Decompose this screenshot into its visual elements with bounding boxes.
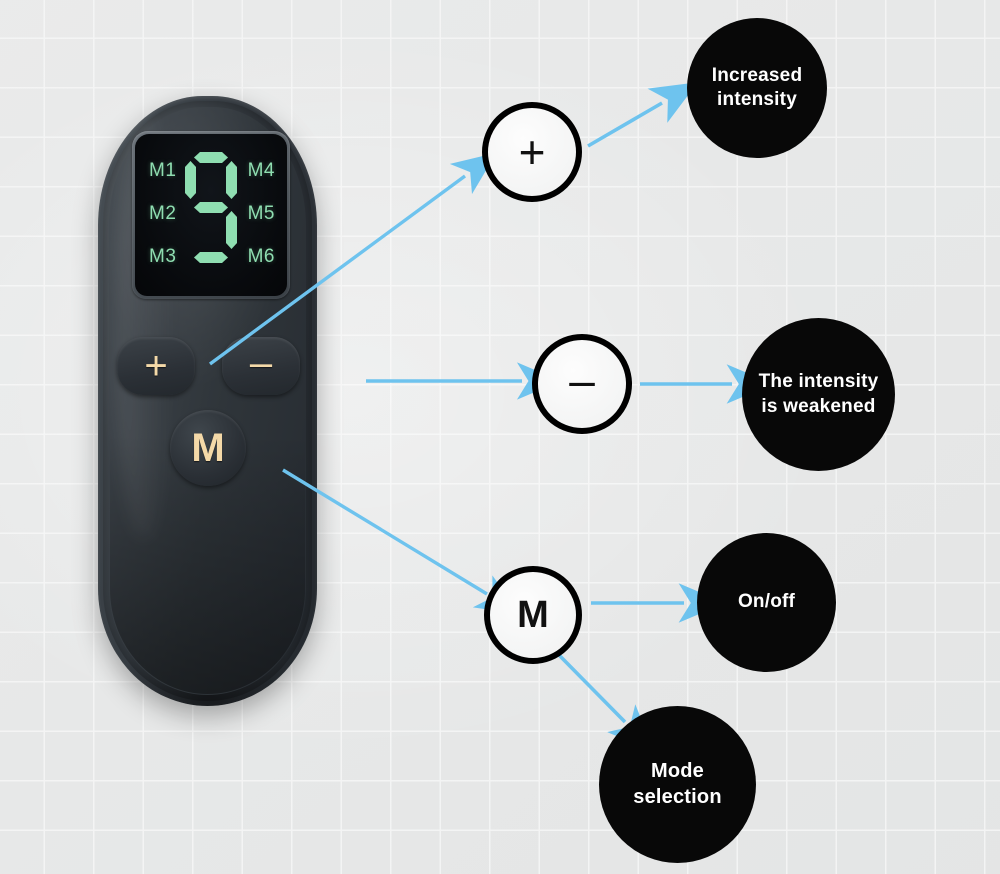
label-bubble-mode-selection: Mode selection bbox=[599, 706, 756, 863]
mode-label-m3: M3 bbox=[149, 246, 177, 267]
label-bubble-on-off: On/off bbox=[697, 533, 836, 672]
device-plus-button[interactable]: + bbox=[112, 332, 200, 400]
bubble-line-1: On/off bbox=[737, 591, 796, 613]
mode-labels-left: M1 M2 M3 bbox=[149, 160, 176, 268]
mode-label-m4: M4 bbox=[247, 160, 275, 181]
callout-ring-minus[interactable]: – bbox=[532, 334, 632, 434]
device-minus-button[interactable]: – bbox=[217, 332, 305, 400]
device-mode-button[interactable]: M bbox=[164, 404, 252, 492]
bubble-line-2: intensity bbox=[717, 89, 797, 110]
plus-icon: + bbox=[144, 344, 168, 388]
bubble-line-1: The intensity bbox=[758, 371, 879, 393]
minus-icon: – bbox=[249, 341, 273, 385]
label-bubble-increased-intensity: Increased intensity bbox=[687, 18, 827, 158]
seven-segment-digit bbox=[183, 152, 239, 264]
mode-label-m6: M6 bbox=[247, 246, 275, 267]
mode-m-icon: M bbox=[191, 426, 225, 470]
segment-a-top bbox=[194, 152, 228, 163]
bubble-line-1: Mode bbox=[650, 759, 705, 782]
lcd-screen: M1 M2 M3 M4 M5 M6 bbox=[135, 134, 287, 296]
plus-ring-icon: + bbox=[518, 126, 546, 178]
bubble-line-2: is weakened bbox=[761, 395, 876, 417]
segment-e-bottom-left bbox=[185, 211, 196, 249]
mode-label-m2: M2 bbox=[149, 203, 177, 224]
callout-ring-mode[interactable]: M bbox=[484, 566, 582, 664]
bubble-line-1: Increased bbox=[711, 64, 803, 86]
segment-g-middle bbox=[194, 202, 228, 213]
minus-ring-icon: – bbox=[569, 354, 595, 406]
segment-f-top-left bbox=[185, 161, 196, 199]
mode-label-m1: M1 bbox=[149, 160, 177, 181]
callout-ring-plus[interactable]: + bbox=[482, 102, 582, 202]
segment-c-bottom-right bbox=[226, 211, 237, 249]
mode-label-m5: M5 bbox=[247, 203, 275, 224]
segment-b-top-right bbox=[226, 161, 237, 199]
lcd-bezel: M1 M2 M3 M4 M5 M6 bbox=[132, 131, 290, 299]
mode-labels-right: M4 M5 M6 bbox=[248, 160, 275, 268]
tens-remote-device: M1 M2 M3 M4 M5 M6 bbox=[98, 96, 317, 706]
segment-d-bottom bbox=[194, 252, 228, 263]
label-bubble-intensity-weakened: The intensity is weakened bbox=[742, 318, 895, 471]
bubble-line-2: selection bbox=[633, 785, 722, 808]
mode-ring-icon: M bbox=[517, 594, 549, 636]
